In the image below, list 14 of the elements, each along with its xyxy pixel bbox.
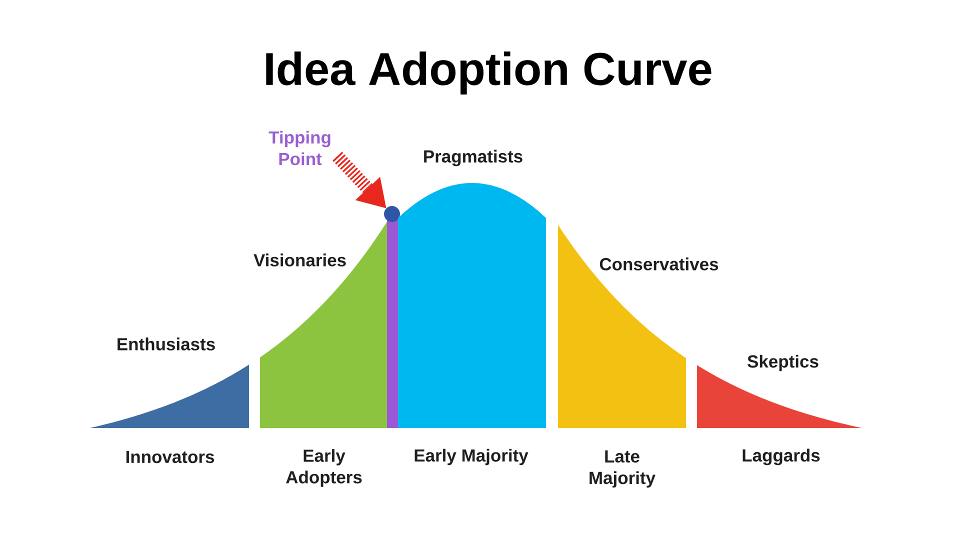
arrow xyxy=(332,152,386,208)
callout-label: Tipping Point xyxy=(268,130,330,166)
persona-label: Pragmatists xyxy=(424,150,522,166)
marker-dot xyxy=(384,206,400,222)
persona-label: Visionaries xyxy=(254,254,346,266)
segment-label: Early Majority xyxy=(414,448,528,466)
persona-label: Conservatives xyxy=(600,258,718,270)
persona-label: Skeptics xyxy=(748,354,818,372)
segment-label: Late Majority xyxy=(590,450,656,488)
persona-label: Enthusiasts xyxy=(118,338,215,350)
segment-label: Early Adopters xyxy=(286,449,362,487)
segment-label: Innovators xyxy=(126,450,214,464)
title: Idea Adoption Curve xyxy=(266,52,712,94)
segment-label: Laggards xyxy=(742,448,820,466)
